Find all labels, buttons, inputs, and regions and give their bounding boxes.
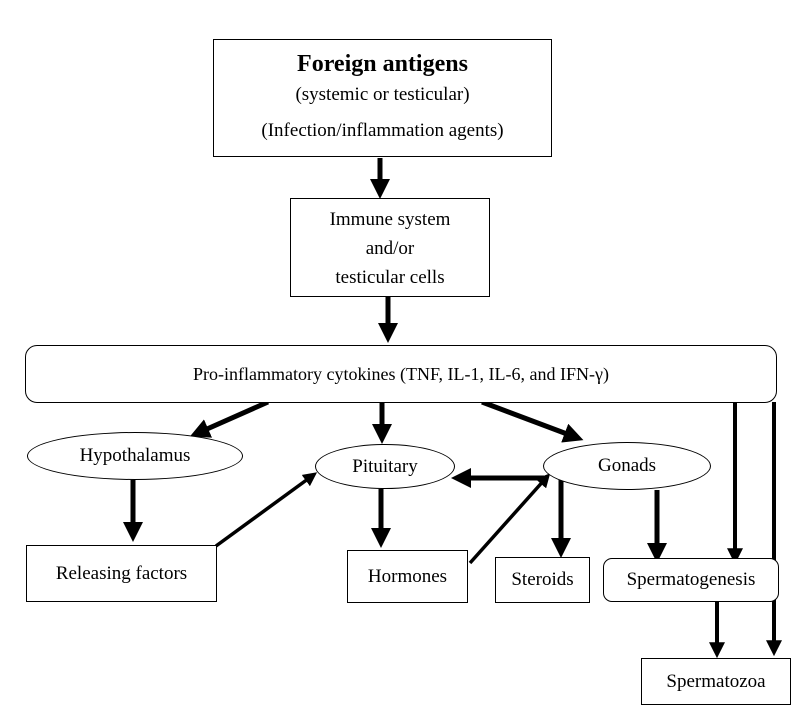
node-label: Pituitary xyxy=(352,455,418,477)
arrow-hormones-to-gonads xyxy=(468,473,551,565)
node-label: Hypothalamus xyxy=(79,445,191,467)
node-line: testicular cells xyxy=(335,267,445,288)
node-spermatozoa: Spermatozoa xyxy=(641,658,791,705)
node-pituitary: Pituitary xyxy=(315,444,455,489)
node-label: Pro-inflammatory cytokines (TNF, IL-1, I… xyxy=(193,363,609,384)
node-label: Spermatogenesis xyxy=(626,569,756,591)
node-line: Immune system xyxy=(329,209,451,230)
node-label: Spermatozoa xyxy=(666,670,766,692)
node-label: Releasing factors xyxy=(55,562,188,584)
node-cytokines: Pro-inflammatory cytokines (TNF, IL-1, I… xyxy=(25,345,777,403)
node-label: Gonads xyxy=(597,455,657,477)
arrow-cytokines-to-hypothalamus xyxy=(189,399,270,438)
node-immune-system: Immune system and/or testicular cells xyxy=(290,198,490,297)
arrow-releasing-factors-to-pituitary xyxy=(214,472,318,548)
node-line: (Infection/inflammation agents) xyxy=(261,120,504,141)
node-gonads: Gonads xyxy=(543,442,711,490)
node-steroids: Steroids xyxy=(495,557,590,603)
arrow-cytokines-to-gonads xyxy=(481,399,584,443)
node-label: Steroids xyxy=(511,569,574,591)
node-hypothalamus: Hypothalamus xyxy=(27,432,243,480)
node-spermatogenesis: Spermatogenesis xyxy=(603,558,779,602)
node-foreign-antigens: Foreign antigens (systemic or testicular… xyxy=(213,39,552,157)
node-line: (systemic or testicular) xyxy=(295,84,470,105)
node-releasing-factors: Releasing factors xyxy=(26,545,217,602)
node-hormones: Hormones xyxy=(347,550,468,603)
node-title: Foreign antigens xyxy=(297,51,468,77)
node-line: and/or xyxy=(365,238,415,259)
node-label: Hormones xyxy=(367,565,448,587)
